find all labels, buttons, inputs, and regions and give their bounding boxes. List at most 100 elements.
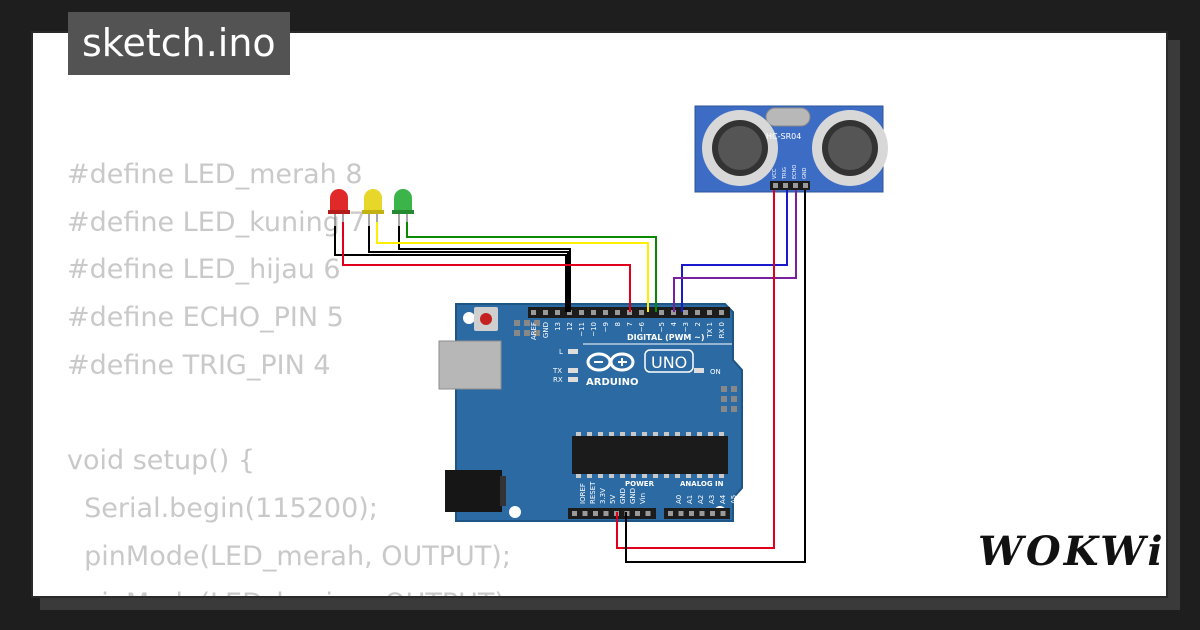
code-line: #define LED_merah 8 — [67, 159, 363, 190]
brand-label: ARDUINO — [586, 377, 638, 388]
chip-pin — [587, 432, 592, 436]
power-pin[interactable] — [582, 511, 588, 516]
transducer-left-core — [718, 126, 762, 170]
chip-pin — [708, 432, 713, 436]
analog-pin[interactable] — [668, 511, 673, 516]
chip-pin — [653, 432, 658, 436]
digital-pin[interactable] — [591, 310, 596, 315]
chip-pin — [576, 432, 581, 436]
chip-pin — [576, 474, 581, 478]
wire-trig-pin4 — [673, 190, 797, 312]
chip-pin — [598, 432, 603, 436]
sensor-pin[interactable] — [783, 183, 788, 188]
digital-pin[interactable] — [543, 310, 548, 315]
wire-gnd-red-led — [334, 226, 567, 312]
analog-header — [664, 508, 730, 519]
microcontroller-chip — [572, 436, 728, 474]
power-pin[interactable] — [635, 511, 640, 516]
chip-pin — [697, 432, 702, 436]
digital-pin-label: ~3 — [682, 322, 690, 332]
chip-pin — [609, 432, 614, 436]
chip-pin — [620, 474, 625, 478]
power-jack-edge — [500, 476, 506, 506]
led-on-label: ON — [710, 368, 721, 376]
power-pin[interactable] — [645, 511, 651, 516]
digital-pin[interactable] — [567, 310, 572, 315]
analog-pin[interactable] — [710, 511, 715, 516]
led-yellow[interactable] — [362, 189, 384, 226]
power-jack — [445, 470, 502, 512]
chip-pin — [686, 474, 691, 478]
digital-pin[interactable] — [719, 310, 724, 315]
digital-pin[interactable] — [707, 310, 712, 315]
power-pin-label: Vin — [639, 493, 647, 504]
power-pin-label: 5V — [609, 495, 617, 504]
power-pin[interactable] — [572, 511, 577, 516]
digital-pin-label: RX 0 — [718, 322, 726, 338]
reset-button-cap[interactable] — [480, 313, 492, 325]
sensor-pin[interactable] — [773, 183, 778, 188]
digital-pin[interactable] — [603, 310, 608, 315]
digital-pin[interactable] — [627, 310, 632, 315]
digital-pin-label: GND — [542, 322, 550, 338]
digital-pin[interactable] — [615, 310, 620, 315]
analog-pin[interactable] — [720, 511, 726, 516]
code-line: pinMode(LED_kuning, OUTPUT); — [67, 580, 514, 596]
analog-pin[interactable] — [699, 511, 705, 516]
code-line: Serial.begin(115200); — [67, 492, 378, 524]
chip-pin — [631, 432, 636, 436]
digital-pin-label: ~6 — [638, 321, 646, 332]
sketch-title: sketch.ino — [68, 12, 290, 75]
digital-pin[interactable] — [579, 310, 584, 315]
sensor-pin[interactable] — [803, 183, 808, 188]
sensor-pin[interactable] — [793, 183, 798, 188]
digital-pin[interactable] — [671, 310, 676, 315]
analog-pin-label: A3 — [708, 495, 716, 504]
mounting-hole — [509, 506, 521, 518]
digital-pin-label: 13 — [554, 322, 562, 331]
power-pin-label: RESET — [589, 481, 597, 504]
chip-pin — [675, 432, 680, 436]
digital-pin[interactable] — [659, 310, 664, 315]
chip-pin — [642, 474, 647, 478]
led-rx-label: RX — [553, 376, 563, 384]
analog-pin[interactable] — [678, 511, 684, 516]
led-red[interactable] — [328, 189, 350, 226]
chip-pin — [664, 432, 669, 436]
analog-pin-label: A2 — [697, 495, 705, 504]
led-l — [568, 349, 578, 354]
power-pin[interactable] — [603, 511, 609, 516]
digital-pin[interactable] — [683, 310, 688, 315]
power-pin[interactable] — [593, 511, 598, 516]
digital-pin-label: ~10 — [590, 322, 598, 337]
digital-pin[interactable] — [555, 310, 560, 315]
led-tx — [568, 368, 578, 373]
arduino-logo-icon — [586, 352, 635, 372]
digital-pin[interactable] — [531, 310, 536, 315]
model-label: UNO — [651, 353, 687, 372]
analog-pin-label: A4 — [719, 494, 727, 504]
analog-header-label: ANALOG IN — [680, 480, 724, 488]
led-green[interactable] — [392, 189, 414, 226]
chip-pin — [620, 432, 625, 436]
digital-pin-label: TX 1 — [706, 322, 714, 339]
power-pin-label: GND — [619, 488, 627, 504]
chip-pin — [697, 474, 702, 478]
wokwi-logo: WOKWi — [978, 528, 1166, 575]
digital-pin-label: 7 — [626, 322, 634, 326]
chip-pins — [576, 432, 724, 478]
digital-pin[interactable] — [639, 310, 644, 315]
sensor-pin-label: ECHO — [792, 165, 798, 179]
digital-pin[interactable] — [695, 310, 700, 315]
code-line: #define ECHO_PIN 5 — [67, 302, 344, 334]
sensor-header — [770, 181, 810, 190]
icsp-header — [514, 320, 540, 336]
led-on — [694, 368, 704, 373]
analog-pin[interactable] — [689, 511, 694, 516]
